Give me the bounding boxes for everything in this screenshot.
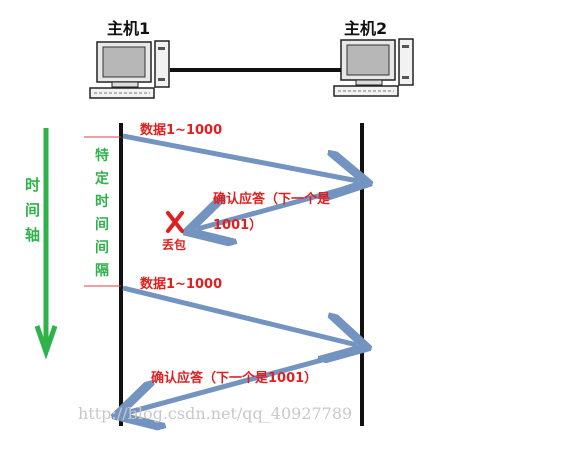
- interval-char: 时: [95, 193, 109, 210]
- data-label-1: 数据1~1000: [140, 122, 222, 138]
- data-label-2: 数据1~1000: [140, 276, 222, 292]
- time-axis-char: 间: [25, 201, 40, 219]
- ack-arrow-lost: [197, 182, 359, 229]
- interval-char: 间: [95, 216, 109, 233]
- time-axis-char: 轴: [25, 226, 40, 244]
- packet-lost-x-icon: [166, 211, 184, 233]
- ack-label-1-line2: 1001）: [213, 217, 262, 233]
- interval-char: 间: [95, 239, 109, 256]
- interval-char: 特: [95, 147, 109, 164]
- ack-arrow-2: [126, 347, 360, 413]
- host2-label: 主机2: [344, 19, 387, 38]
- host1-computer-icon: [89, 40, 170, 99]
- time-axis-arrowhead: [34, 325, 58, 360]
- ack-label-2: 确认应答（下一个是1001）: [151, 370, 317, 386]
- interval-char: 定: [95, 170, 109, 187]
- data-arrow-1: [122, 133, 358, 181]
- host1-label: 主机1: [107, 19, 150, 38]
- watermark-text: http://blog.csdn.net/qq_40927789: [78, 404, 352, 423]
- ack-label-1-line1: 确认应答（下一个是: [213, 191, 331, 207]
- data-arrow-2: [122, 285, 357, 345]
- time-axis-char: 时: [25, 176, 40, 194]
- packet-lost-label: 丢包: [162, 237, 186, 252]
- host2-computer-icon: [333, 38, 414, 97]
- interval-char: 隔: [95, 263, 109, 279]
